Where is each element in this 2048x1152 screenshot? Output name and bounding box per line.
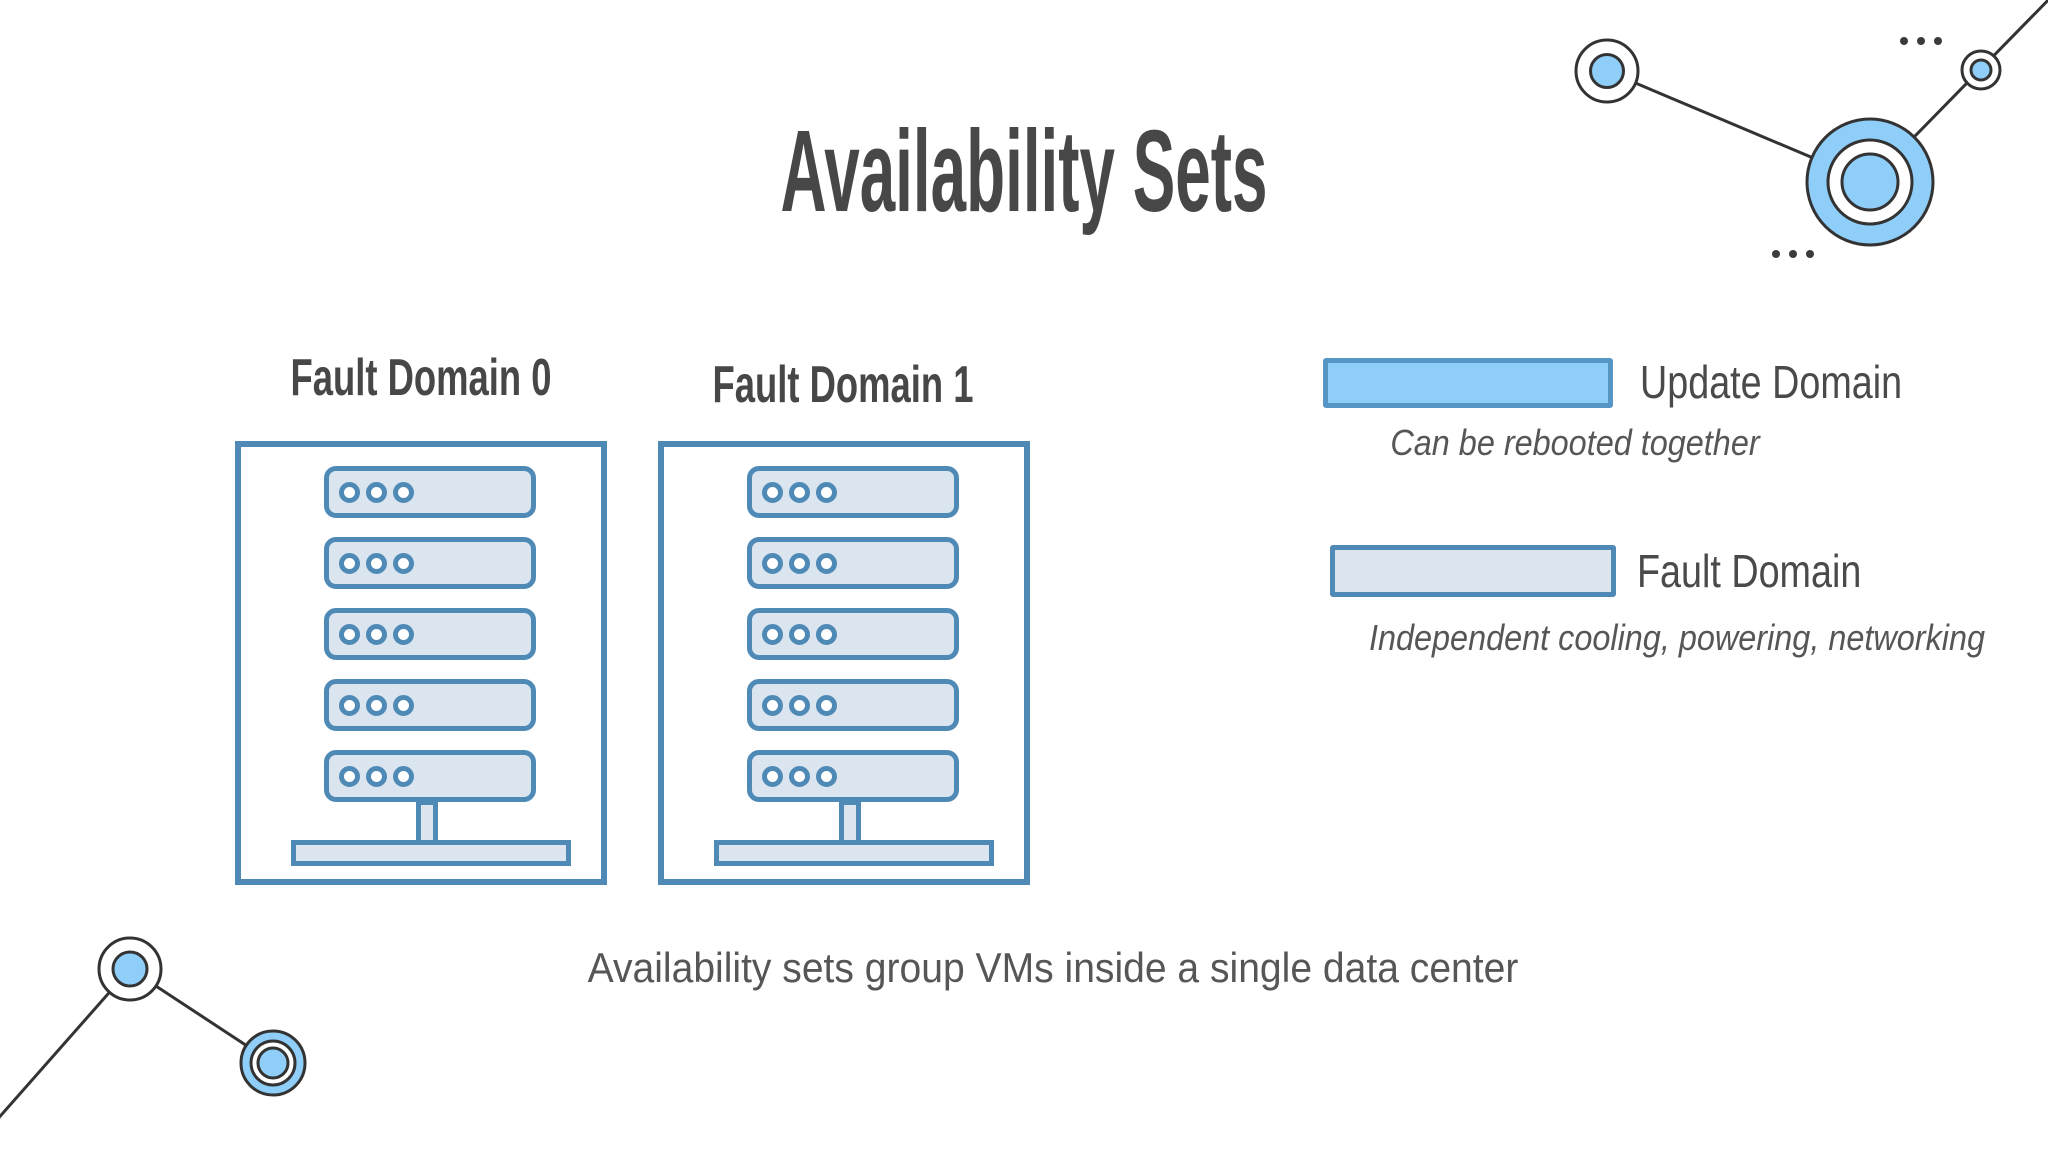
server-unit xyxy=(747,679,959,731)
led-dot-icon xyxy=(816,481,837,503)
server-unit xyxy=(747,608,959,660)
ellipsis-dot xyxy=(1789,250,1797,258)
page-title: Availability Sets xyxy=(780,106,1268,236)
led-dot-icon xyxy=(339,623,360,645)
led-dot-icon xyxy=(762,552,783,574)
led-dot-icon xyxy=(816,694,837,716)
slide-caption: Availability sets group VMs inside a sin… xyxy=(587,944,1519,991)
led-dot-icon xyxy=(366,481,387,503)
update-domain-description: Can be rebooted together xyxy=(1390,422,1760,463)
node-bullseye-core xyxy=(256,1046,290,1080)
ellipsis-dot xyxy=(1900,37,1908,45)
fault-domain-0-label: Fault Domain 0 xyxy=(290,349,552,407)
server-unit xyxy=(324,466,536,518)
led-dot-icon xyxy=(339,694,360,716)
network-nodes-decoration-bottom-left xyxy=(0,936,307,1119)
server-unit xyxy=(324,750,536,802)
led-dot-icon xyxy=(366,765,387,787)
led-dot-icon xyxy=(816,623,837,645)
led-dot-icon xyxy=(339,481,360,503)
led-dot-icon xyxy=(762,623,783,645)
node-circle-core xyxy=(1969,58,1993,82)
server-leds xyxy=(762,623,837,645)
server-leds xyxy=(339,694,414,716)
led-dot-icon xyxy=(393,552,414,574)
led-dot-icon xyxy=(393,765,414,787)
node-bullseye-core xyxy=(1840,152,1900,212)
server-unit xyxy=(747,537,959,589)
led-dot-icon xyxy=(366,694,387,716)
led-dot-icon xyxy=(789,694,810,716)
update-domain-label: Update Domain xyxy=(1640,356,1903,408)
server-leds xyxy=(339,552,414,574)
led-dot-icon xyxy=(762,694,783,716)
led-dot-icon xyxy=(339,552,360,574)
fault-domain-1-rack xyxy=(658,441,1030,885)
connector-line xyxy=(0,968,132,1119)
server-unit xyxy=(747,750,959,802)
update-domain-swatch xyxy=(1323,358,1613,408)
server-stack xyxy=(747,466,959,802)
led-dot-icon xyxy=(393,694,414,716)
led-dot-icon xyxy=(393,481,414,503)
fault-domain-label: Fault Domain xyxy=(1637,545,1862,597)
led-dot-icon xyxy=(789,552,810,574)
fault-domain-1-label: Fault Domain 1 xyxy=(712,356,974,414)
server-leds xyxy=(762,765,837,787)
led-dot-icon xyxy=(789,481,810,503)
server-stack xyxy=(324,466,536,802)
led-dot-icon xyxy=(816,765,837,787)
led-dot-icon xyxy=(762,481,783,503)
ellipsis-dot xyxy=(1806,250,1814,258)
led-dot-icon xyxy=(339,765,360,787)
led-dot-icon xyxy=(393,623,414,645)
server-unit xyxy=(747,466,959,518)
led-dot-icon xyxy=(816,552,837,574)
rack-stand-base xyxy=(291,840,571,866)
server-unit xyxy=(324,608,536,660)
server-leds xyxy=(762,481,837,503)
server-leds xyxy=(339,481,414,503)
rack-stand-base xyxy=(714,840,994,866)
server-leds xyxy=(339,623,414,645)
server-leds xyxy=(339,765,414,787)
ellipsis-dot xyxy=(1917,37,1925,45)
led-dot-icon xyxy=(762,765,783,787)
led-dot-icon xyxy=(789,765,810,787)
network-nodes-decoration-top-right xyxy=(1574,0,2048,258)
server-leds xyxy=(762,552,837,574)
node-circle-core xyxy=(111,950,149,988)
fault-domain-0-rack xyxy=(235,441,607,885)
fault-domain-swatch xyxy=(1330,545,1616,597)
fault-domain-description: Independent cooling, powering, networkin… xyxy=(1368,617,1986,658)
ellipsis-dot xyxy=(1934,37,1942,45)
led-dot-icon xyxy=(366,623,387,645)
server-unit xyxy=(324,679,536,731)
led-dot-icon xyxy=(789,623,810,645)
ellipsis-dot xyxy=(1772,250,1780,258)
node-circle-core xyxy=(1589,53,1625,89)
server-unit xyxy=(324,537,536,589)
server-leds xyxy=(762,694,837,716)
led-dot-icon xyxy=(366,552,387,574)
